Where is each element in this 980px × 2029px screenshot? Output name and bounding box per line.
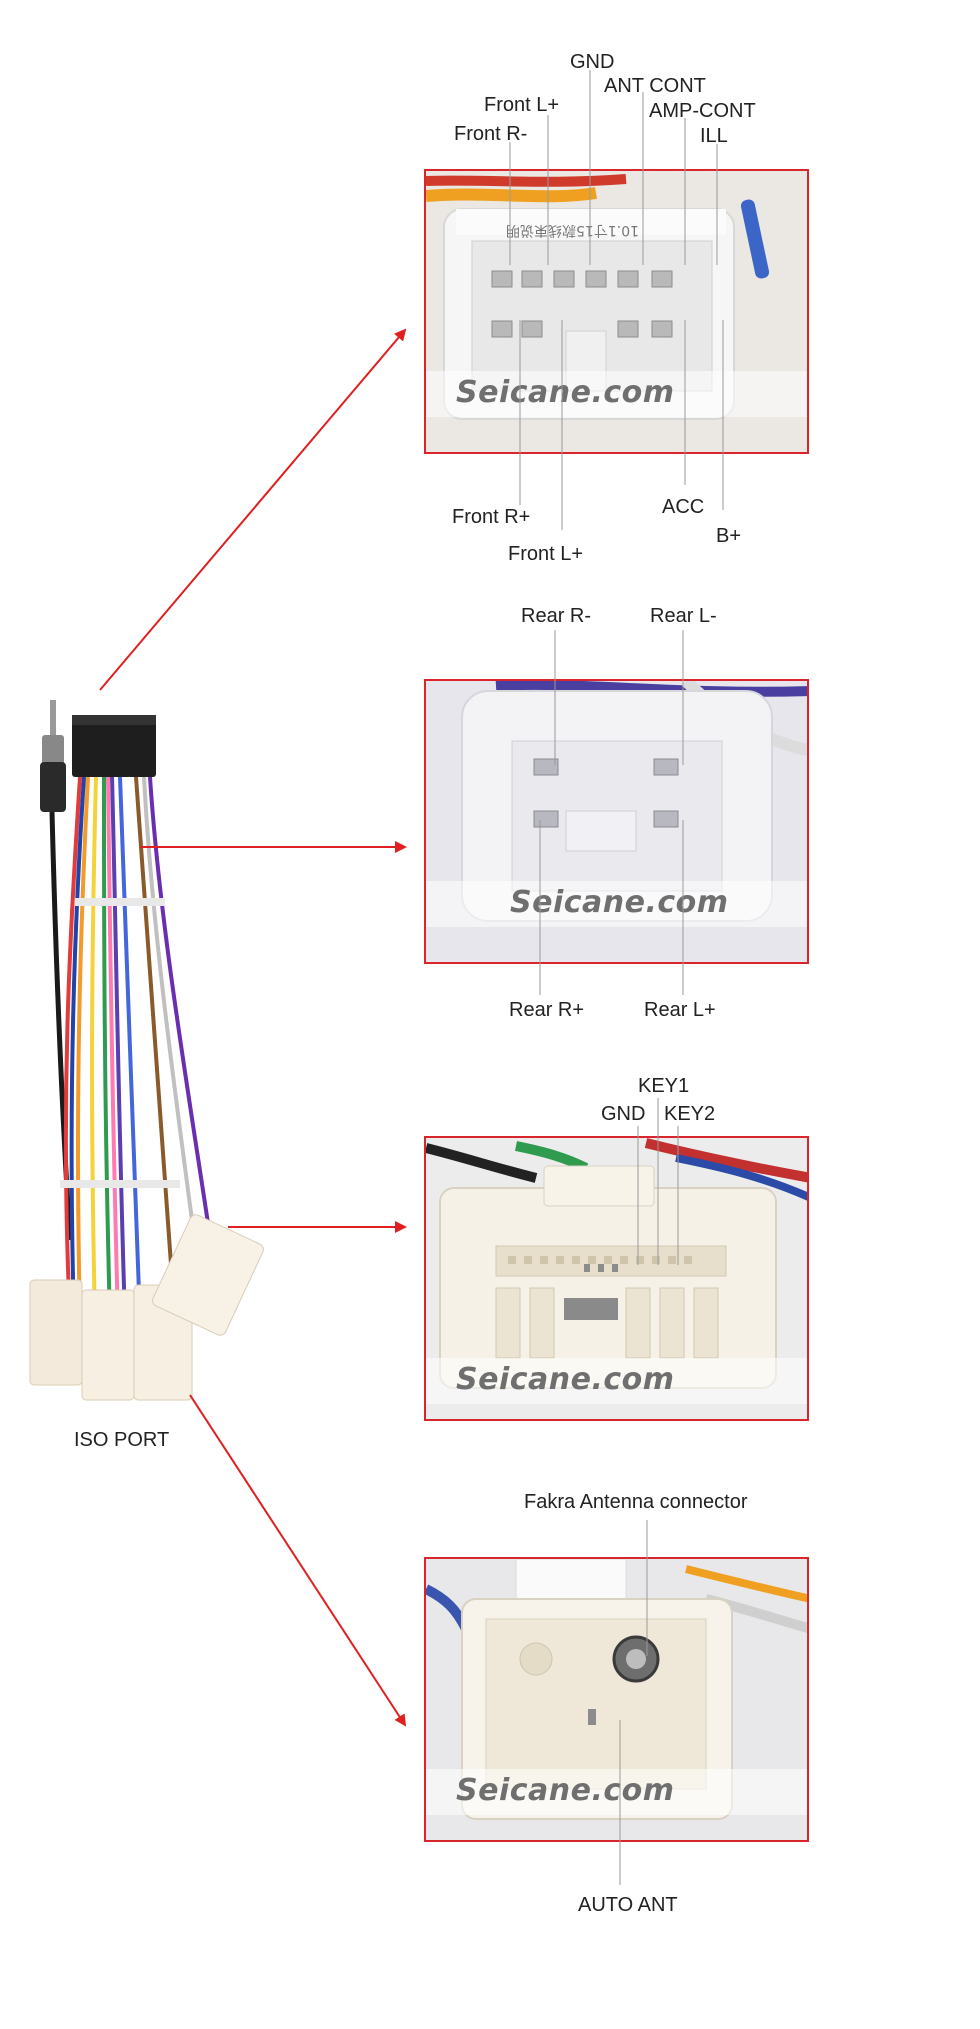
harness-top-connector-icon <box>72 715 156 777</box>
pin-label-key1: KEY1 <box>638 1075 690 1097</box>
pin-label-key2: KEY2 <box>664 1103 716 1125</box>
pin-label-front-l-plus-top: Front L+ <box>484 94 560 116</box>
pin-label-front-r-minus: Front R- <box>454 123 528 145</box>
printed-part-code: 10.1寸15款线束说明 <box>506 222 639 238</box>
watermark: Seicane.com <box>456 375 675 410</box>
pin-label-b-plus: B+ <box>716 525 742 547</box>
iso-port-connectors-icon <box>29 1214 264 1401</box>
pin-label-ill: ILL <box>700 125 728 147</box>
pin-label-rear-l-minus: Rear L- <box>650 605 717 627</box>
watermark: Seicane.com <box>456 1773 675 1808</box>
wiring-harness-illustration <box>29 700 264 1401</box>
pin-label-auto-ant: AUTO ANT <box>578 1894 678 1916</box>
speaker-connector-photo: Seicane.com <box>424 679 809 964</box>
pin-label-gnd-steering: GND <box>601 1103 646 1125</box>
pin-label-fakra-antenna: Fakra Antenna connector <box>524 1491 748 1513</box>
cable-tie-icon <box>75 898 165 906</box>
steering-key-connector-photo: Seicane.com <box>424 1136 809 1421</box>
pin-label-gnd: GND <box>570 51 615 73</box>
arrow-to-main-connector <box>99 328 407 691</box>
pin-label-acc: ACC <box>662 496 705 518</box>
watermark: Seicane.com <box>510 885 729 920</box>
pin-label-rear-r-plus: Rear R+ <box>509 999 585 1021</box>
iso-port-label: ISO PORT <box>74 1429 170 1451</box>
pin-label-rear-r-minus: Rear R- <box>521 605 592 627</box>
pin-label-front-l-plus-bottom: Front L+ <box>508 543 584 565</box>
cable-tie-icon <box>60 1180 180 1188</box>
watermark: Seicane.com <box>456 1362 675 1397</box>
pin-label-rear-l-plus: Rear L+ <box>644 999 716 1021</box>
antenna-connector-photo: Seicane.com <box>424 1557 809 1842</box>
main-connector-photo: 10.1寸15款线束说明 Seicane.com <box>424 169 809 454</box>
pin-label-amp-cont: AMP-CONT <box>649 100 756 122</box>
pin-label-front-r-plus: Front R+ <box>452 506 531 528</box>
wire-bundle-icon <box>63 776 217 1321</box>
pin-label-ant-cont: ANT CONT <box>604 75 706 97</box>
